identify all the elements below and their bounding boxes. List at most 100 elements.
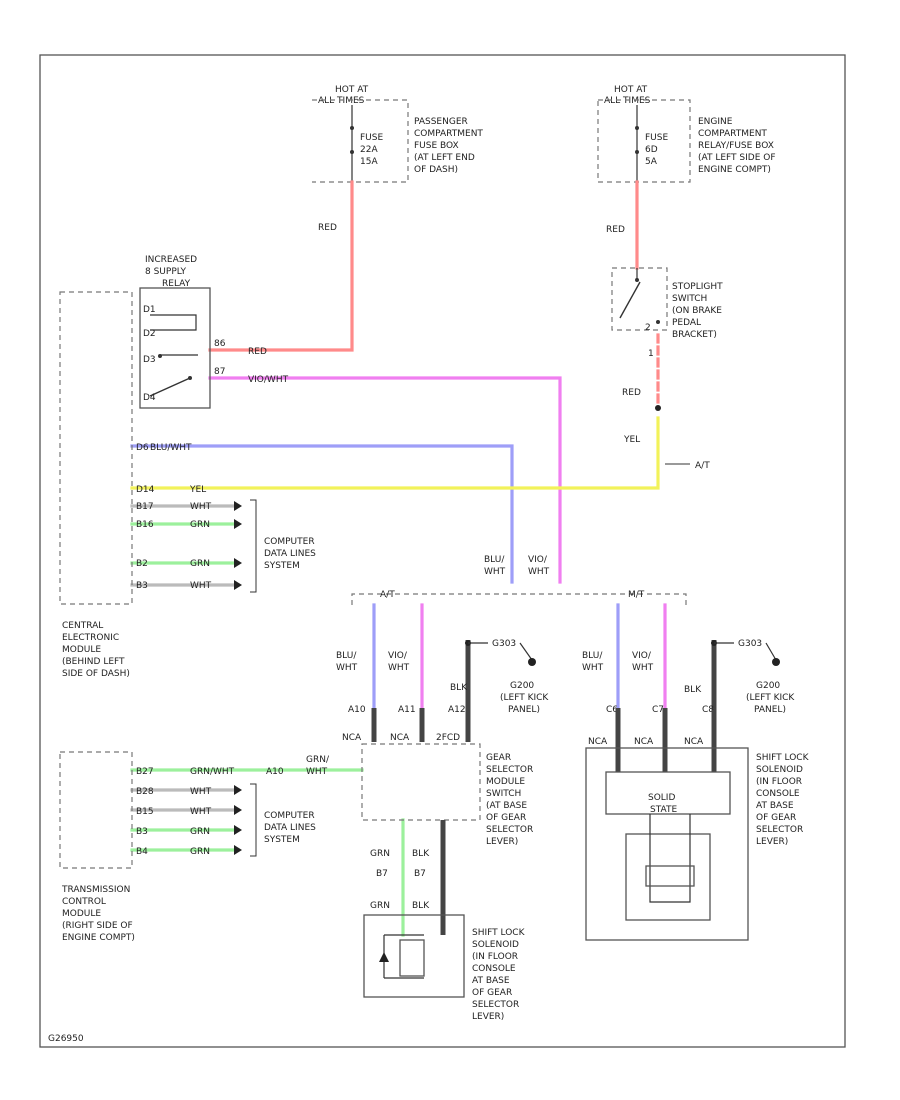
fuse1-hot2: ALL TIMES: [318, 96, 365, 106]
tcm-main-color: GRN/WHT: [190, 767, 235, 777]
mt-desc-4: AT BASE: [756, 801, 794, 811]
stoplight-switch: 2 1 STOPLIGHT SWITCH (ON BRAKE PEDAL BRA…: [611, 267, 723, 411]
mt-conn-label-0: NCA: [588, 737, 608, 747]
sol-blk2: BLK: [412, 901, 430, 911]
fuse1-number: 22A: [360, 145, 378, 155]
gsm-desc-0: GEAR: [486, 753, 511, 763]
fuse2-node-top: [635, 126, 639, 130]
mt-desc-7: LEVER): [756, 837, 788, 847]
branch-split: BLU/ WHT VIO/ WHT A/T M/T: [351, 555, 687, 605]
sol-desc-7: LEVER): [472, 1012, 504, 1022]
mt-pin-0: C6: [606, 705, 618, 715]
tcm-system-1: DATA LINES: [264, 823, 316, 833]
mt-desc-6: SELECTOR: [756, 825, 803, 835]
tcm-desc-3: (RIGHT SIDE OF: [62, 921, 133, 931]
increased-supply-relay: INCREASED 8 SUPPLY RELAY D1 D2 D3 D4 86 …: [139, 255, 226, 409]
fuse2-desc-4: ENGINE COMPT): [698, 165, 771, 175]
cem-desc-3: (BEHIND LEFT: [62, 657, 125, 667]
cem-data-color-1: GRN: [190, 520, 210, 530]
stoplight-outline: [611, 267, 668, 331]
at-conn-label-1: NCA: [390, 733, 410, 743]
cem-outline: [59, 291, 133, 605]
gsm-desc-1: SELECTOR: [486, 765, 533, 775]
tcm-desc-0: TRANSMISSION: [61, 885, 130, 895]
mt-desc-2: (IN FLOOR: [756, 777, 802, 787]
mt-ground-icon: [772, 658, 780, 666]
stoplight-pin: 2: [645, 323, 651, 333]
sol-desc-2: (IN FLOOR: [472, 952, 518, 962]
stoplight-node-top: [635, 278, 639, 282]
gsm-desc-4: (AT BASE: [486, 801, 527, 811]
sol-coil: [399, 939, 425, 977]
tcm-conn: A10: [266, 767, 284, 777]
tcm-system-2: SYSTEM: [264, 835, 300, 845]
at-ground-desc-2: PANEL): [508, 705, 540, 715]
cem-data-pin-0: B17: [136, 502, 154, 512]
gsm-desc-6: SELECTOR: [486, 825, 533, 835]
tcm-bracket: [250, 783, 257, 857]
tcm-arrow-icon-0: [234, 785, 242, 795]
mt-solenoid-coil-lead: [649, 814, 691, 903]
mt-vio-0: VIO/: [632, 651, 652, 661]
sol-grn2: GRN: [370, 901, 390, 911]
relay-node-1: [188, 376, 192, 380]
stoplight-desc-3: PEDAL: [672, 318, 701, 328]
cem-arrow-icon-2: [234, 558, 242, 568]
stoplight-pin2: 1: [648, 349, 654, 359]
fuse2-outline: [597, 99, 691, 183]
cem-pin-0: D6: [136, 443, 149, 453]
at-conn-label-2: 2FCD: [436, 733, 460, 743]
stoplight-desc-0: STOPLIGHT: [672, 282, 723, 292]
sol-blk: BLK: [412, 849, 430, 859]
cem-data-color-3: WHT: [190, 581, 212, 591]
at-blk: BLK: [450, 683, 468, 693]
sol-desc-0: SHIFT LOCK: [472, 928, 526, 938]
relay-pin-2: D3: [143, 355, 156, 365]
gear-selector-module-outline: [361, 743, 481, 821]
relay-pin-3: D4: [143, 393, 156, 403]
sol-desc-1: SOLENOID: [472, 940, 519, 950]
mt-conn-label-1: NCA: [634, 737, 654, 747]
at-pin-1: A11: [398, 705, 416, 715]
tcm-grn-wht-0: GRN/: [306, 755, 330, 765]
wire-vio-wht: [208, 376, 562, 584]
at-vio-0: VIO/: [388, 651, 408, 661]
cem-desc-1: ELECTRONIC: [62, 633, 119, 643]
mt-ground-desc-2: PANEL): [754, 705, 786, 715]
sol-desc-6: SELECTOR: [472, 1000, 519, 1010]
tcm-data-pin-1: B15: [136, 807, 154, 817]
at-blu-0: BLU/: [336, 651, 357, 661]
sol-pin-0: B7: [376, 869, 388, 879]
at-conn-label-0: NCA: [342, 733, 362, 743]
tcm-data-color-1: WHT: [190, 807, 212, 817]
mt-solenoid-outer: [585, 747, 749, 941]
gsm-desc-2: MODULE: [486, 777, 525, 787]
split-vio-1: WHT: [528, 567, 550, 577]
at-g303: G303: [492, 639, 516, 649]
solid-state-1: STATE: [650, 805, 677, 815]
cem-system-1: DATA LINES: [264, 549, 316, 559]
mt-solenoid-coil: [645, 865, 695, 887]
sol-grn: GRN: [370, 849, 390, 859]
sol-desc-4: AT BASE: [472, 976, 510, 986]
tcm-desc-4: ENGINE COMPT): [62, 933, 135, 943]
wires: [130, 180, 667, 937]
fuse1-node-top: [350, 126, 354, 130]
mt-blu-0: BLU/: [582, 651, 603, 661]
cem-desc-2: MODULE: [62, 645, 101, 655]
relay-pin-1: D2: [143, 329, 156, 339]
at-pin-0: A10: [348, 705, 366, 715]
split-mt: M/T: [628, 590, 645, 600]
fuse1-desc-0: PASSENGER: [414, 117, 468, 127]
tcm-data-color-2: GRN: [190, 827, 210, 837]
split-at: A/T: [380, 590, 395, 600]
fuse1-desc-4: OF DASH): [414, 165, 458, 175]
central-electronic-module: D6 D14 B17 B16 B2 B3 WHT GRN GRN WHT COM…: [59, 291, 316, 679]
cem-data-pin-3: B3: [136, 581, 148, 591]
label-red3: RED: [248, 347, 267, 357]
sol-box: [363, 914, 465, 998]
at-ground-desc-0: G200: [510, 681, 534, 691]
stoplight-desc-2: (ON BRAKE: [672, 306, 722, 316]
